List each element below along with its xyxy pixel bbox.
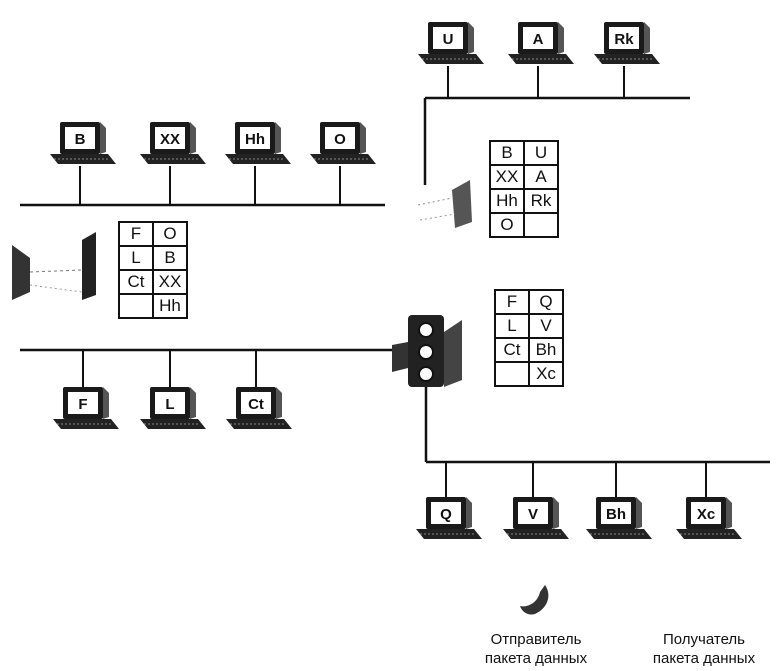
routing-table-right-bottom-cell: V	[529, 314, 563, 338]
computer-label: Hh	[245, 131, 265, 148]
routing-table-left-cell: Hh	[153, 294, 187, 318]
routing-table-right-top-row: O	[490, 213, 558, 237]
routing-table-left-row: Hh	[119, 294, 187, 318]
router-traffic-light-icon	[392, 315, 462, 387]
computer-top-right-1: U	[418, 22, 484, 98]
receiver-caption-line-2: пакета данных	[634, 649, 774, 668]
computer-bottom-left-3: Ct	[226, 350, 292, 429]
computer-mid-left-2: XX	[140, 122, 206, 205]
computer-label: F	[78, 396, 87, 413]
routing-table-left-cell: Ct	[119, 270, 153, 294]
computer-bottom-right-1: Q	[416, 462, 482, 539]
routing-table-right-bottom-cell: Q	[529, 290, 563, 314]
routing-table-right-top-cell: XX	[490, 165, 524, 189]
routing-table-right-top-cell	[524, 213, 558, 237]
routing-table-right-bottom-cell: Bh	[529, 338, 563, 362]
routing-table-right-bottom-row: Xc	[495, 362, 563, 386]
computer-label: U	[443, 31, 454, 48]
computer-mid-left-4: O	[310, 122, 376, 205]
computer-label: Ct	[248, 396, 264, 413]
computer-bottom-left-1: F	[53, 350, 119, 429]
computer-top-right-3: Rk	[594, 22, 660, 98]
routing-table-right-bottom-cell: L	[495, 314, 529, 338]
routing-table-right-top-cell: A	[524, 165, 558, 189]
computer-bottom-right-3: Bh	[586, 462, 652, 539]
computer-bottom-left-2: L	[140, 350, 206, 429]
routing-table-right-top-cell: U	[524, 141, 558, 165]
receiver-caption-line-1: Получатель	[634, 630, 774, 649]
routing-table-left-cell	[119, 294, 153, 318]
routing-table-left-cell: O	[153, 222, 187, 246]
computer-label: XX	[160, 131, 180, 148]
computer-label: B	[75, 131, 86, 148]
receiver-caption: Получатель пакета данных	[634, 630, 774, 668]
computer-mid-left-1: B	[50, 122, 116, 205]
routing-table-right-bottom-cell: Ct	[495, 338, 529, 362]
sender-caption-line-2: пакета данных	[466, 649, 606, 668]
routing-table-right-top-cell: Hh	[490, 189, 524, 213]
routing-table-right-top-cell: Rk	[524, 189, 558, 213]
computer-label: Xc	[697, 506, 715, 523]
routing-table-left-cell: XX	[153, 270, 187, 294]
computer-mid-left-3: Hh	[225, 122, 291, 205]
routing-table-right-bottom-cell: Xc	[529, 362, 563, 386]
sender-caption: Отправитель пакета данных	[466, 630, 606, 668]
bridge-left-icon	[12, 232, 96, 300]
hand-pointer-icon	[520, 585, 548, 615]
computer-top-right-2: A	[508, 22, 574, 98]
routing-table-right-top-cell: B	[490, 141, 524, 165]
computer-label: Rk	[614, 31, 634, 48]
computer-bottom-right-2: V	[503, 462, 569, 539]
routing-table-left-cell: B	[153, 246, 187, 270]
routing-table-right-bottom-cell	[495, 362, 529, 386]
computer-label: A	[533, 31, 544, 48]
computer-label: Bh	[606, 506, 626, 523]
routing-table-left-cell: L	[119, 246, 153, 270]
routing-table-right-top-cell: O	[490, 213, 524, 237]
computer-bottom-right-4: Xc	[676, 462, 742, 539]
computer-label: V	[528, 506, 538, 523]
sender-caption-line-1: Отправитель	[466, 630, 606, 649]
bridge-right-icon	[418, 180, 472, 228]
computer-label: L	[165, 396, 174, 413]
computer-label: O	[334, 131, 346, 148]
routing-table-left-cell: F	[119, 222, 153, 246]
routing-table-right-bottom-cell: F	[495, 290, 529, 314]
computer-label: Q	[440, 506, 452, 523]
